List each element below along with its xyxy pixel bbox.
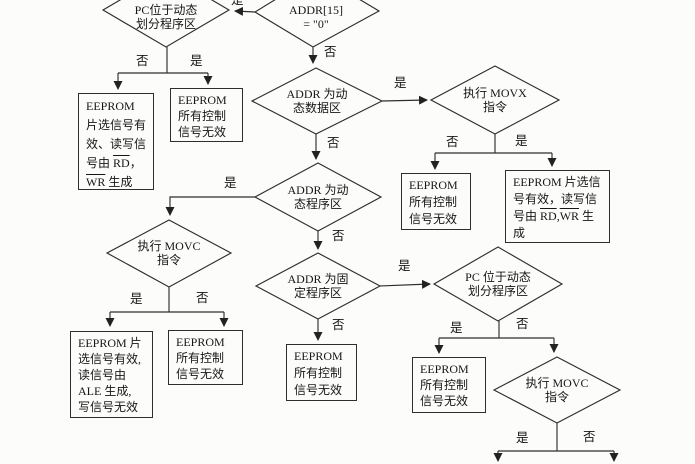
branch-label-yes-movx: 是	[515, 134, 528, 148]
branch-label-yes-pc-top: 是	[190, 54, 203, 68]
branch-label-yes-dyn-prog: 是	[224, 176, 237, 190]
branch-label-yes-pc-bottom: 是	[450, 321, 463, 335]
connector	[381, 95, 428, 105]
decision-addr-fixed-program-label: ADDR 为固定程序区	[287, 272, 349, 300]
branch-label-no-movx: 否	[446, 135, 459, 149]
connector	[234, 6, 256, 16]
branch-label-yes-dyn-data: 是	[394, 76, 407, 90]
branch-label-no-pc-bottom: 否	[516, 317, 529, 331]
branch-label-yes-fixed: 是	[398, 259, 411, 273]
decision-pc-dynamic-bottom-outline	[432, 246, 564, 322]
decision-pc-dynamic-top-outline	[101, 0, 231, 48]
branch-label-no-fixed: 否	[332, 318, 345, 332]
decision-pc-dynamic-top-label: PC位于动态划分程序区	[134, 3, 198, 31]
decision-addr15-label: ADDR[15]= "0"	[289, 3, 343, 31]
branch-label-no-pc-top: 否	[136, 54, 149, 68]
decision-addr-dynamic-data-label: ADDR 为动态数据区	[286, 87, 348, 115]
branch-label-yes-addr15: 是	[231, 0, 244, 7]
branch-label-yes-movc-right: 是	[516, 431, 529, 445]
branch-label-no-addr15: 否	[324, 45, 337, 59]
branch-label-no-dyn-prog: 否	[332, 229, 345, 243]
branch-label-yes-movc-left: 是	[130, 292, 143, 306]
branch-label-no-movc-left: 否	[196, 291, 209, 305]
decision-pc-dynamic-bottom-label: PC 位于动态划分程序区	[465, 270, 531, 298]
connector	[165, 196, 255, 216]
connector	[379, 279, 431, 289]
box-eeprom-cs-rdwr-wide: EEPROM 片选信号有效，读写信号由 RD,WR 生成	[505, 170, 610, 243]
branch-label-no-movc-right: 否	[583, 430, 596, 444]
branch-label-no-dyn-data: 否	[327, 136, 340, 150]
decision-addr-dynamic-program-label: ADDR 为动态程序区	[287, 183, 349, 211]
